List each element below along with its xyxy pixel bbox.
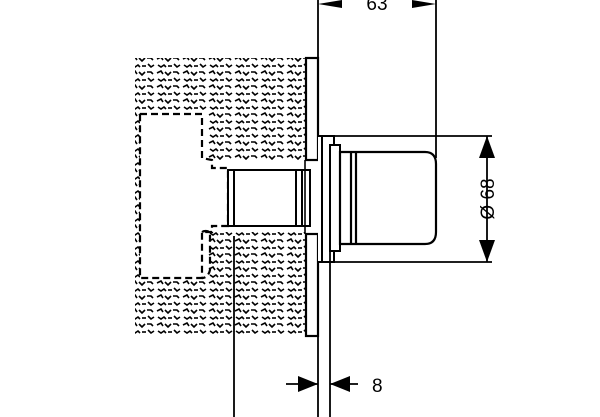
rosette	[318, 135, 341, 263]
depth-dimension-label: 63	[366, 0, 387, 15]
wall-hatch-top	[135, 58, 305, 110]
wall-hatch-upper-right	[207, 110, 305, 160]
diameter-dimension-label: Ø 68	[478, 178, 499, 219]
handle	[338, 150, 438, 246]
plate-thickness-dimension-label: 8	[372, 376, 383, 397]
wall-hatch-bottom	[135, 280, 305, 336]
spindle	[227, 169, 311, 227]
dimension-arrows	[298, 0, 495, 392]
wall-hatch-lower-right	[207, 232, 305, 280]
